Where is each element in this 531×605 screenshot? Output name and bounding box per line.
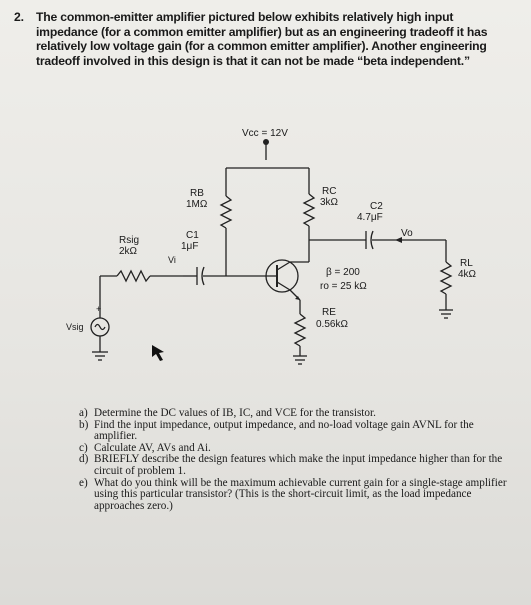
rsig-name: Rsig — [119, 235, 139, 246]
transistor-symbol — [265, 259, 299, 293]
vsig-label: Vsig — [66, 322, 84, 332]
rsig-resistor — [116, 269, 151, 283]
vcc-label: Vcc = 12V — [242, 128, 288, 139]
question-text: BRIEFLY describe the design features whi… — [94, 453, 503, 477]
problem-text: The common-emitter amplifier pictured be… — [36, 10, 488, 68]
question-text: Determine the DC values of IB, IC, and V… — [94, 407, 376, 419]
mouse-cursor-icon — [152, 345, 164, 361]
question-a: a) Determine the DC values of IB, IC, an… — [79, 407, 519, 420]
vo-arrow — [395, 237, 402, 243]
ro-label: ro = 25 kΩ — [320, 281, 367, 292]
question-e: e) What do you think will be the maximum… — [79, 476, 519, 513]
problem-number: 2. — [14, 10, 24, 24]
rc-resistor — [302, 193, 316, 227]
question-text: Calculate AV, AVs and Ai. — [94, 441, 211, 454]
question-text: Find the input impedance, output impedan… — [94, 418, 474, 443]
rb-resistor — [219, 195, 233, 229]
vcc-node — [263, 139, 269, 145]
c1-plate-b — [201, 266, 205, 286]
emitter-arrow — [295, 296, 300, 300]
question-label: e) — [79, 476, 88, 489]
question-text: What do you think will be the maximum ac… — [94, 476, 507, 512]
c2-plate-b — [370, 230, 374, 250]
rl-name: RL — [460, 258, 473, 269]
c2-value: 4.7μF — [357, 212, 383, 223]
vo-label: Vo — [401, 228, 413, 239]
rc-name: RC — [322, 186, 336, 197]
re-value: 0.56kΩ — [316, 319, 348, 330]
c2-name: C2 — [370, 201, 383, 212]
beta-label: β = 200 — [326, 267, 360, 278]
questions-list: a) Determine the DC values of IB, IC, an… — [79, 407, 519, 513]
question-label: b) — [79, 418, 89, 431]
vi-label: Vi — [168, 255, 176, 265]
c1-value: 1μF — [181, 241, 198, 252]
rc-value: 3kΩ — [320, 197, 339, 208]
question-label: a) — [79, 407, 88, 419]
question-d: d) BRIEFLY describe the design features … — [79, 454, 519, 477]
rl-value: 4kΩ — [458, 269, 477, 280]
re-name: RE — [322, 307, 336, 318]
c1-name: C1 — [186, 230, 199, 241]
rl-resistor — [439, 261, 453, 295]
question-b: b) Find the input impedance, output impe… — [79, 418, 519, 443]
rsig-value: 2kΩ — [119, 246, 138, 257]
rb-name: RB — [190, 188, 204, 199]
question-label: c) — [79, 441, 88, 454]
vsig-plus: + — [96, 304, 101, 314]
re-resistor — [293, 313, 307, 347]
rb-value: 1MΩ — [186, 199, 208, 210]
question-label: d) — [79, 453, 89, 466]
question-c: c) Calculate AV, AVs and Ai. — [79, 441, 519, 455]
